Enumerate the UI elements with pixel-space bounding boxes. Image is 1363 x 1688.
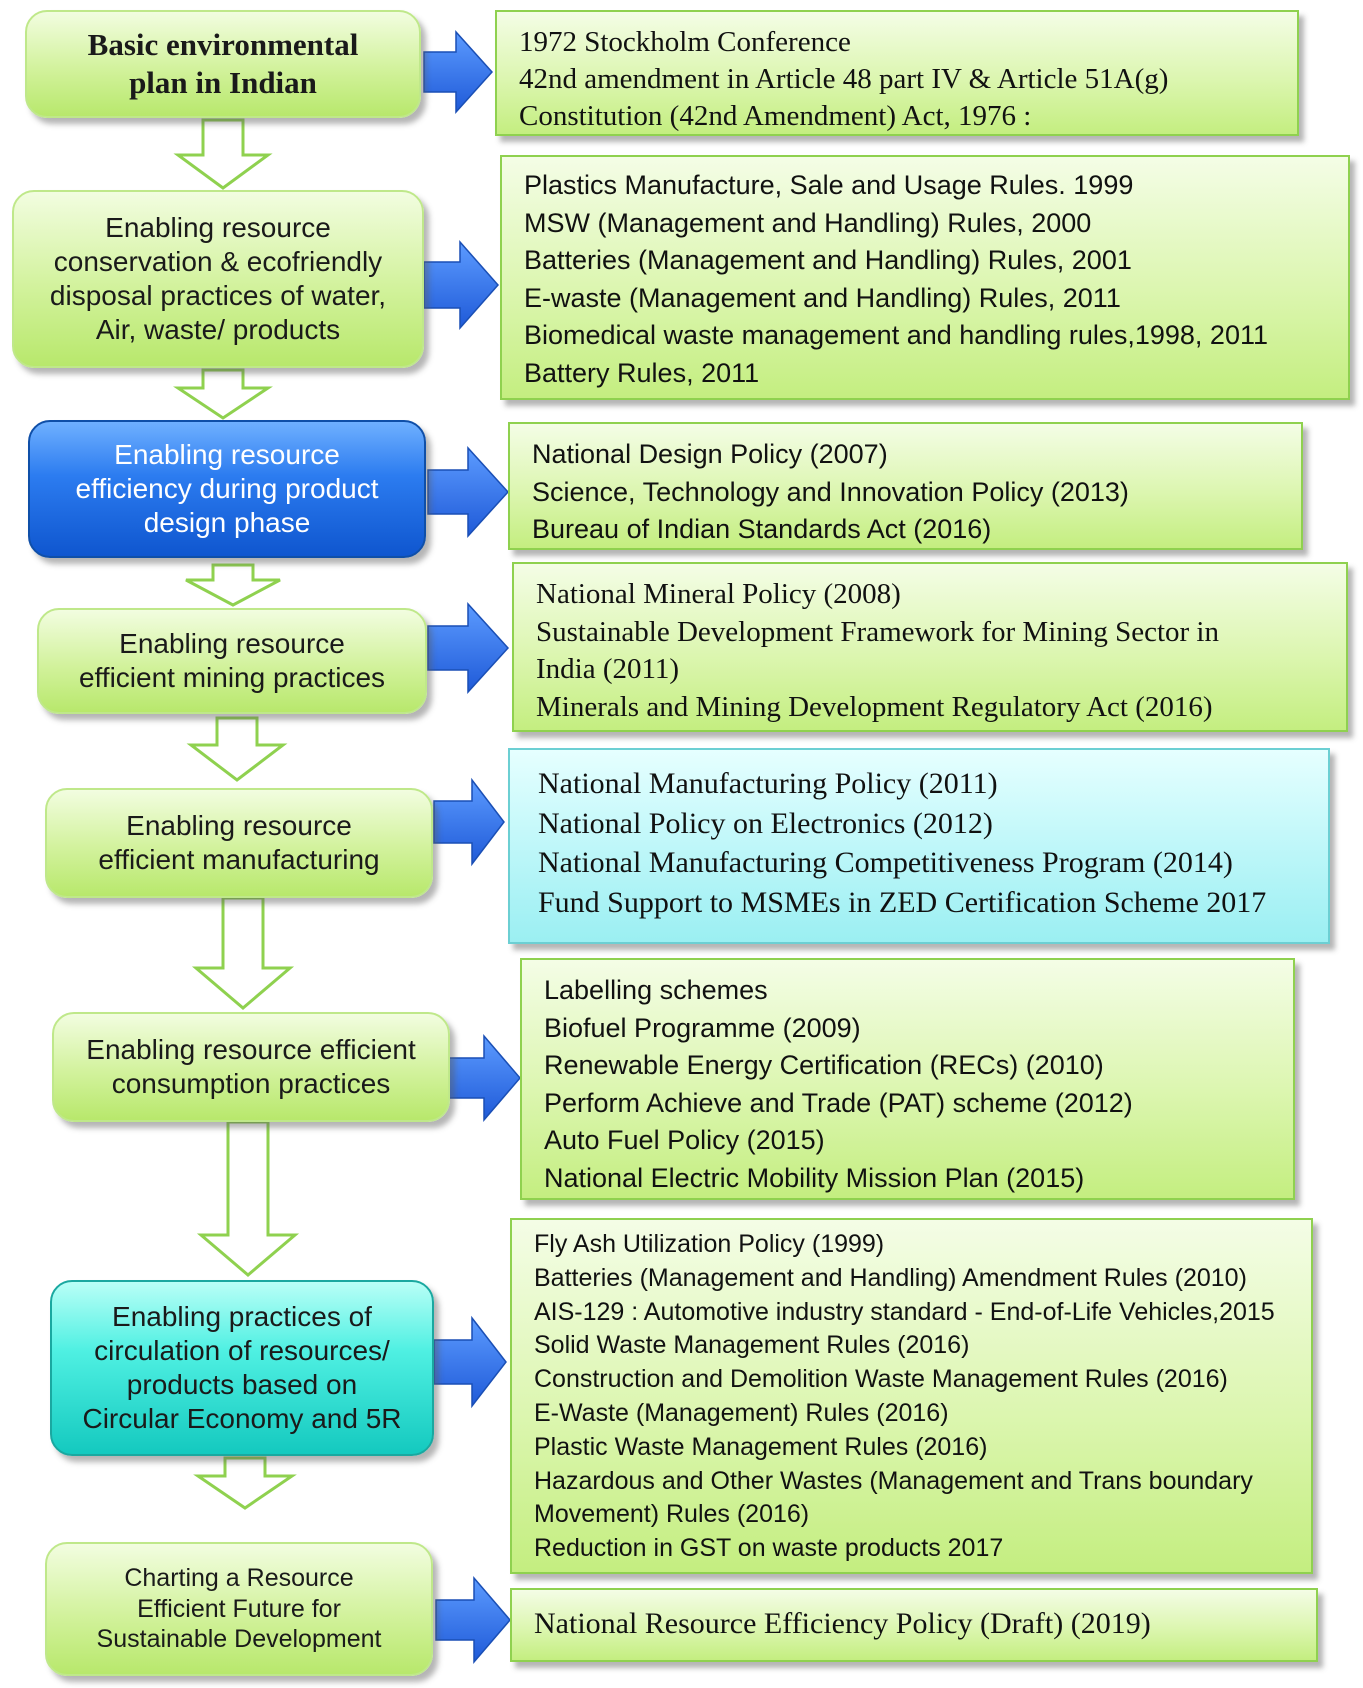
step-box-4: Enabling resource efficient mining pract… [37,608,427,714]
step-box-8: Charting a Resource Efficient Future for… [45,1542,433,1676]
policy-item: National Mineral Policy (2008) [536,578,901,610]
policy-item: Science, Technology and Innovation Polic… [532,476,1129,507]
right-arrow-6-icon [447,1033,521,1123]
policy-item: Batteries (Management and Handling) Amen… [534,1263,1247,1292]
policy-box-8: National Resource Efficiency Policy (Dra… [510,1588,1318,1662]
down-arrow-4-icon [186,716,288,782]
step-box-1: Basic environmental plan in Indian [25,10,421,118]
policy-item: 42nd amendment in Article 48 part IV & A… [519,63,1169,95]
down-arrow-1-icon [173,118,273,190]
down-arrow-7-icon [193,1456,297,1510]
policy-item: National Policy on Electronics (2012) [538,806,993,840]
right-arrow-4-icon [427,602,510,694]
step-label-7: Enabling practices of circulation of res… [82,1300,402,1435]
step-box-2: Enabling resource conservation & ecofrie… [12,190,424,368]
policy-item: National Manufacturing Policy (2011) [538,767,998,800]
policy-item: Fly Ash Utilization Policy (1999) [534,1230,885,1258]
policy-box-6: Labelling schemes Biofuel Programme (200… [520,958,1295,1200]
policy-item: National Design Policy (2007) [532,439,888,469]
policy-box-7: Fly Ash Utilization Policy (1999) Batter… [510,1218,1313,1574]
down-arrow-2-icon [173,368,273,420]
policy-item: Fund Support to MSMEs in ZED Certificati… [538,885,1267,919]
policy-item: Bureau of Indian Standards Act (2016) [532,514,992,544]
right-arrow-5-icon [433,777,505,867]
policy-box-2: Plastics Manufacture, Sale and Usage Rul… [500,155,1350,400]
policy-box-4: National Mineral Policy (2008) Sustainab… [512,562,1348,732]
step-box-5: Enabling resource efficient manufacturin… [45,788,433,898]
step-label-6: Enabling resource efficient consumption … [86,1033,416,1099]
policy-item: Batteries (Management and Handling) Rule… [524,245,1132,275]
policy-item: Hazardous and Other Wastes (Management a… [534,1466,1253,1495]
policy-item: AIS-129 : Automotive industry standard -… [534,1297,1275,1326]
policy-item: Labelling schemes [544,975,768,1005]
policy-item: E-Waste (Management) Rules (2016) [534,1398,949,1427]
policy-item: Minerals and Mining Development Regulato… [536,690,1213,723]
right-arrow-3-icon [427,446,510,538]
policy-box-1: 1972 Stockholm Conference 42nd amendment… [495,10,1299,136]
step-box-6: Enabling resource efficient consumption … [52,1012,450,1122]
down-arrow-3-icon [185,563,281,607]
policy-box-3: National Design Policy (2007) Science, T… [508,422,1303,550]
policy-item: 1972 Stockholm Conference [519,26,851,58]
policy-item: Plastics Manufacture, Sale and Usage Rul… [524,170,1134,200]
right-arrow-7-icon [433,1315,507,1409]
policy-item: Sustainable Development Framework for Mi… [536,615,1219,648]
policy-item: Perform Achieve and Trade (PAT) scheme (… [544,1087,1133,1118]
down-arrow-6-icon [196,1120,300,1277]
policy-item: National Electric Mobility Mission Plan … [544,1162,1085,1193]
step-label-3: Enabling resource efficiency during prod… [75,438,379,539]
down-arrow-5-icon [191,896,295,1010]
right-arrow-2-icon [423,240,500,330]
step-label-5: Enabling resource efficient manufacturin… [98,809,380,875]
right-arrow-8-icon [435,1575,511,1665]
policy-item: Constitution (42nd Amendment) Act, 1976 … [519,100,1032,132]
step-label-4: Enabling resource efficient mining pract… [78,627,386,693]
policy-box-5: National Manufacturing Policy (2011) Nat… [508,748,1330,944]
policy-item: Renewable Energy Certification (RECs) (2… [544,1050,1104,1080]
step-box-3: Enabling resource efficiency during prod… [28,420,426,558]
policy-item: Movement) Rules (2016) [534,1500,810,1529]
policy-item: Plastic Waste Management Rules (2016) [534,1432,988,1461]
policy-item: Biofuel Programme (2009) [544,1012,861,1043]
policy-item: Reduction in GST on waste products 2017 [534,1534,1004,1563]
policy-item: MSW (Management and Handling) Rules, 200… [524,207,1092,238]
policy-item: Solid Waste Management Rules (2016) [534,1331,970,1360]
step-box-7: Enabling practices of circulation of res… [50,1280,434,1456]
policy-item: Construction and Demolition Waste Manage… [534,1365,1228,1394]
step-label-8: Charting a Resource Efficient Future for… [96,1564,382,1654]
policy-item: E-waste (Management and Handling) Rules,… [524,282,1121,313]
step-label-2: Enabling resource conservation & ecofrie… [49,211,387,346]
policy-item: National Resource Efficiency Policy (Dra… [534,1607,1151,1640]
policy-item: National Manufacturing Competitiveness P… [538,846,1233,879]
right-arrow-1-icon [423,30,494,114]
policy-item: India (2011) [536,653,680,685]
policy-item: Biomedical waste management and handling… [524,320,1268,350]
policy-item: Auto Fuel Policy (2015) [544,1125,825,1155]
policy-item: Battery Rules, 2011 [524,357,760,388]
step-label-1: Basic environmental plan in Indian [87,27,359,100]
